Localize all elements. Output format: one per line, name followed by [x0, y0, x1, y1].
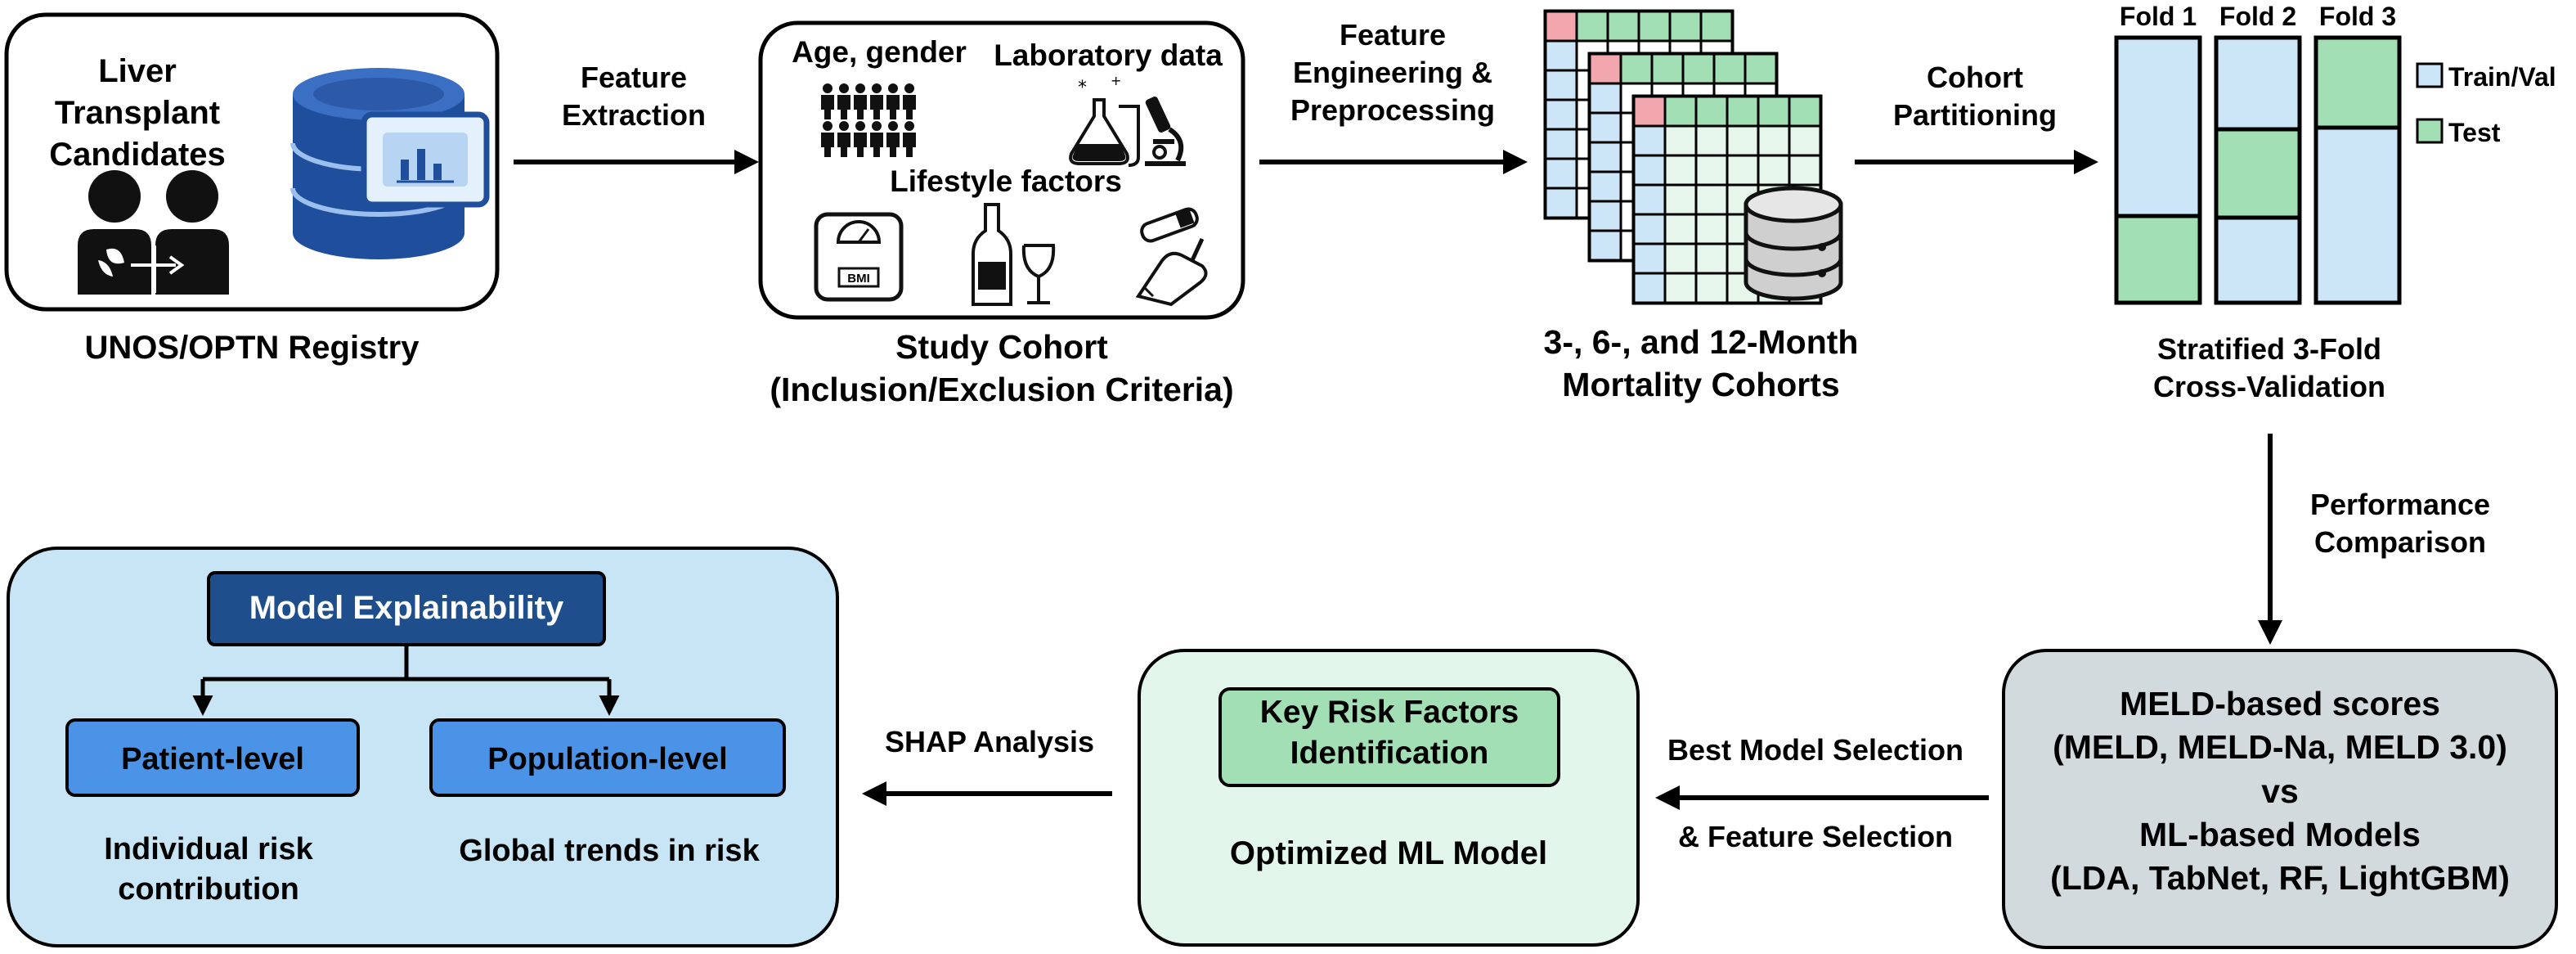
fold-3-bar: [2313, 35, 2402, 305]
blood-test-icon: [1135, 207, 1208, 307]
key-risk-factors-box: [1218, 687, 1560, 787]
shap-analysis-label: SHAP Analysis: [884, 725, 1095, 758]
global-trends-caption: Global trends in risk: [459, 834, 760, 868]
individual-risk-caption: Individual risk contribution: [104, 832, 313, 907]
fold-3-label: Fold 3: [2318, 2, 2397, 31]
registry-caption: UNOS/OPTN Registry: [84, 330, 420, 366]
cohort-partitioning-label: Cohort Partitioning: [1893, 61, 2057, 133]
fold-1-label: Fold 1: [2119, 2, 2197, 31]
explainability-panel: [7, 547, 839, 947]
legend-swatch-test: [2416, 118, 2444, 144]
fold-2-bar: [2214, 35, 2302, 305]
people-icon: [821, 83, 916, 157]
population-level-label: Population-level: [487, 742, 728, 776]
feature-selection-label: & Feature Selection: [1677, 820, 1954, 853]
candidates-icon: [78, 170, 229, 295]
mortality-cohorts-caption: 3-, 6-, and 12-Month Mortality Cohorts: [1543, 323, 1859, 404]
cross-validation-caption: Stratified 3-Fold Cross-Validation: [2152, 332, 2386, 404]
lifestyle-label: Lifestyle factors: [890, 164, 1122, 198]
database-icon: [290, 68, 490, 259]
lab-flask-icon: * +: [1069, 73, 1140, 167]
alcohol-icon: [972, 203, 1056, 306]
optimized-model-caption: Optimized ML Model: [1229, 835, 1548, 871]
patient-level-box: [65, 718, 360, 797]
legend-train-val-label: Train/Val: [2448, 62, 2556, 92]
svg-text:+: +: [1111, 73, 1121, 88]
legend-test-label: Test: [2448, 118, 2501, 147]
laboratory-label: Laboratory data: [994, 38, 1223, 72]
comparison-text: MELD-based scores (MELD, MELD-Na, MELD 3…: [2050, 685, 2510, 898]
study-cohort-caption: Study Cohort (Inclusion/Exclusion Criter…: [770, 328, 1234, 409]
bmi-label: BMI: [847, 272, 870, 286]
age-gender-label: Age, gender: [792, 35, 967, 69]
population-level-box: [429, 718, 786, 797]
model-explainability-label: Model Explainability: [249, 590, 564, 626]
registry-title: Liver Transplant Candidates: [49, 53, 226, 173]
patient-level-label: Patient-level: [121, 742, 304, 776]
performance-comparison-label: Performance Comparison: [2309, 488, 2491, 560]
legend-swatch-train-val: [2416, 62, 2444, 88]
feature-engineering-label: Feature Engineering & Preprocessing: [1290, 18, 1496, 128]
bmi-scale-icon: BMI: [814, 212, 904, 302]
tree-connectors: [192, 645, 620, 716]
cylinder-database-icon: [1744, 186, 1843, 301]
feature-extraction-label: Feature Extraction: [561, 61, 707, 133]
fold-1-bar: [2114, 35, 2202, 305]
svg-text:*: *: [1078, 78, 1087, 98]
best-model-selection-label: Best Model Selection: [1667, 733, 1964, 767]
mortality-tables: [1543, 9, 1823, 305]
key-risk-factors-label: Key Risk Factors Identification: [1259, 695, 1519, 771]
microscope-icon: [1145, 96, 1186, 166]
fold-2-label: Fold 2: [2219, 2, 2297, 31]
comparison-panel: [2002, 649, 2558, 949]
